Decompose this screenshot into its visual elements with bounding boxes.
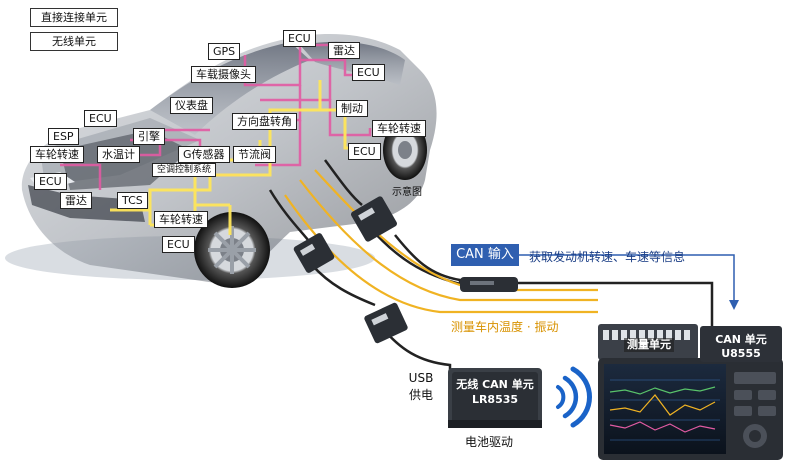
label-ecu-bottom: ECU	[162, 236, 195, 253]
wireless-can-unit-label: 无线 CAN 单元	[456, 378, 534, 391]
label-water-temp: 水温计	[97, 146, 140, 163]
wifi-icon	[556, 366, 592, 428]
schematic-note: 示意图	[392, 187, 422, 198]
temp-vibration-label: 测量车内温度 · 振动	[451, 320, 559, 334]
label-tcs: TCS	[117, 192, 148, 209]
label-throttle: 节流阀	[233, 146, 276, 163]
can-unit-model: U8555	[721, 347, 761, 360]
usb-power-label: 供电	[408, 388, 433, 402]
label-ecu-right: ECU	[352, 64, 385, 81]
label-g-sensor: G传感器	[178, 146, 230, 163]
front-wheel	[194, 212, 270, 288]
usb-label: USB	[408, 371, 434, 385]
label-esp: ESP	[48, 128, 79, 145]
sensor-module-2	[351, 196, 397, 242]
label-dashboard: 仪表盘	[170, 97, 213, 114]
label-radar-top: 雷达	[328, 42, 360, 59]
label-brake: 制动	[336, 100, 368, 117]
sensor-module-1	[293, 233, 335, 273]
can-unit-device	[700, 326, 782, 362]
can-adapter	[460, 277, 518, 292]
label-wheel-speed-left: 车轮转速	[30, 146, 84, 163]
wireless-can-unit-device	[448, 368, 542, 428]
wireless-can-unit-model: LR8535	[471, 393, 519, 406]
can-input-description: 获取发动机转速、车速等信息	[529, 250, 686, 264]
can-input-badge: CAN 输入	[451, 244, 519, 266]
label-ecu-left: ECU	[84, 110, 117, 127]
label-gps: GPS	[208, 43, 241, 60]
label-steering-angle: 方向盘转角	[232, 113, 297, 130]
label-wheel-speed-front: 车轮转速	[154, 211, 208, 228]
label-ac-system: 空调控制系统	[152, 163, 217, 177]
label-wheel-speed-right: 车轮转速	[372, 120, 426, 137]
legend-direct-connection: 直接连接单元	[30, 8, 118, 27]
label-ecu-top: ECU	[283, 30, 316, 47]
label-camera: 车载摄像头	[191, 66, 256, 83]
can-arrow	[519, 254, 739, 310]
legend-wireless: 无线单元	[30, 32, 118, 51]
label-radar-front: 雷达	[60, 192, 92, 209]
measurement-unit-label: 测量单元	[624, 338, 674, 352]
label-ecu-mid-right: ECU	[348, 143, 381, 160]
label-ecu-front: ECU	[34, 173, 67, 190]
sensor-module-3	[364, 302, 408, 344]
battery-powered-label: 电池驱动	[465, 435, 514, 449]
can-unit-label: CAN 单元	[715, 333, 767, 346]
label-engine: 引擎	[133, 128, 165, 145]
